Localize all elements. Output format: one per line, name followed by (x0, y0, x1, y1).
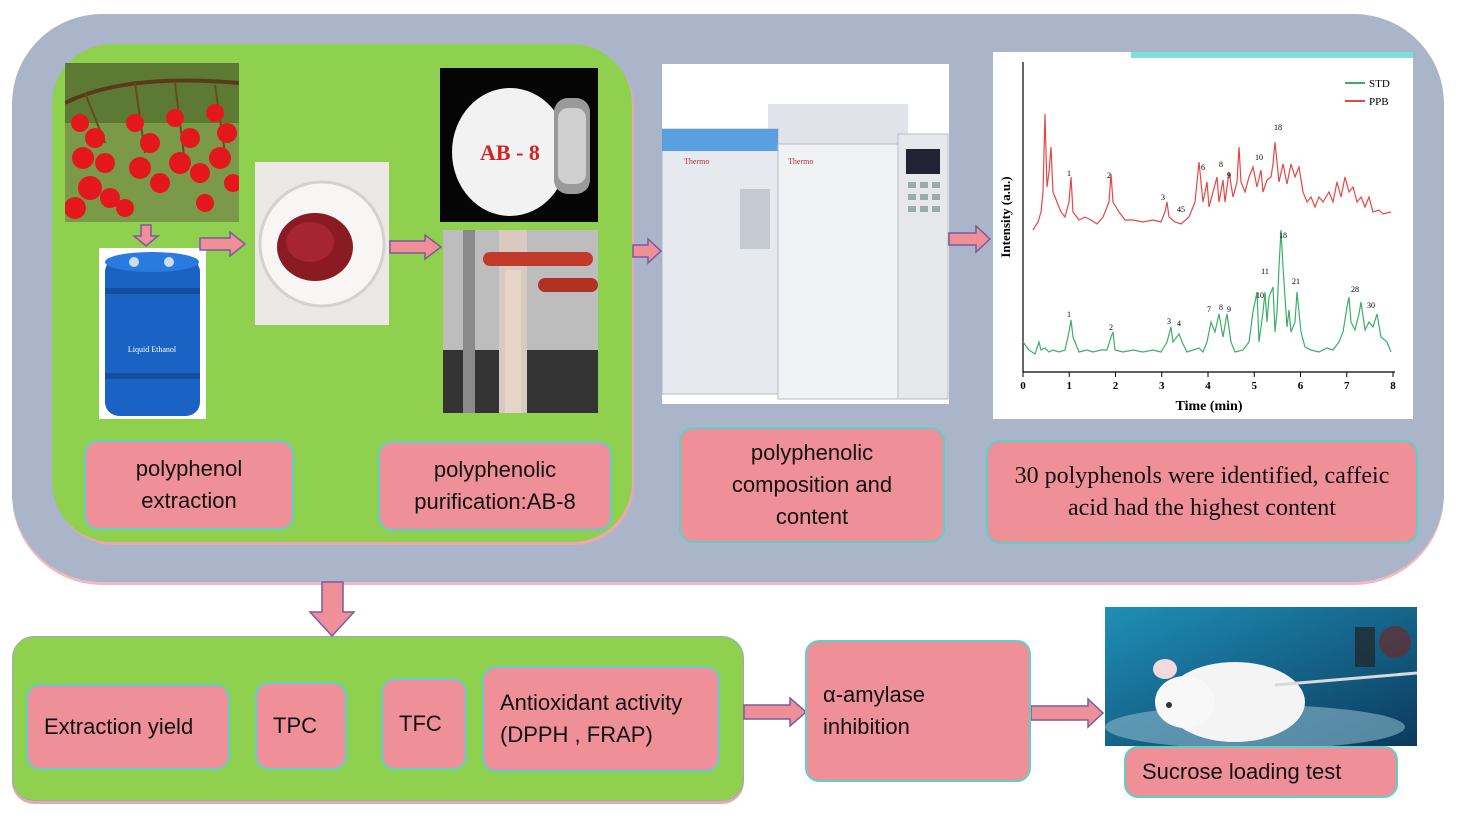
peak-label: 8 (1219, 160, 1223, 169)
hplc-instrument: Thermo Thermo (662, 64, 949, 404)
drum-label: Liquid Ethanol (128, 345, 177, 354)
resin-dish (255, 162, 389, 325)
arrow-down-berries (131, 224, 161, 247)
peak-label: 10 (1256, 291, 1264, 300)
peak-label: 2 (1107, 171, 1111, 180)
x-tick-label: 4 (1205, 380, 1211, 392)
berries-photo (65, 63, 239, 222)
tpc-box: TPC (255, 682, 347, 770)
x-tick-label: 2 (1113, 380, 1119, 392)
peak-label: 3 (1167, 317, 1171, 326)
arrow-right-assays (743, 696, 808, 728)
polyphenolic-purification-box: polyphenolic purification:AB-8 (378, 441, 612, 531)
chromatography-column (443, 230, 598, 413)
peak-label: 6 (1201, 163, 1205, 172)
x-tick-label: 1 (1067, 380, 1073, 392)
arrow-right-purify (632, 237, 663, 265)
extraction-yield-box: Extraction yield (26, 684, 230, 770)
resin-label: AB - 8 (480, 140, 540, 165)
peak-label: 30 (1367, 301, 1375, 310)
ab8-jar: AB - 8 (440, 68, 598, 222)
ppb-trace (1032, 113, 1392, 231)
peak-label: 4 (1177, 319, 1181, 328)
peak-label: 28 (1351, 285, 1359, 294)
legend-std: STD (1369, 78, 1390, 90)
arrow-right-amylase (1030, 697, 1105, 729)
peak-label: 3 (1161, 193, 1165, 202)
x-tick-label: 0 (1020, 380, 1026, 392)
peak-label: 8 (1219, 303, 1223, 312)
x-tick-label: 7 (1344, 380, 1350, 392)
polyphenol-extraction-box: polyphenol extraction (84, 440, 294, 530)
peak-label: 18 (1279, 231, 1287, 240)
arrow-right-dish (389, 233, 443, 261)
peak-label: 5 (1181, 205, 1185, 214)
peak-label: 18 (1274, 123, 1282, 132)
sucrose-box: Sucrose loading test (1124, 746, 1398, 798)
brand-label-2: Thermo (788, 157, 813, 166)
ethanol-drum: Liquid Ethanol (99, 248, 206, 419)
peak-label: 2 (1109, 323, 1113, 332)
x-tick-label: 8 (1390, 380, 1396, 392)
amylase-box: α-amylase inhibition (805, 640, 1031, 782)
arrow-down-main (308, 581, 356, 638)
x-tick-label: 3 (1159, 380, 1165, 392)
arrow-right-drum (199, 230, 247, 258)
peak-label: 4 (1177, 205, 1181, 214)
peak-label: 1 (1067, 310, 1071, 319)
arrow-right-hplc (948, 224, 992, 254)
peak-label: 11 (1261, 267, 1269, 276)
peak-label: 1 (1067, 169, 1071, 178)
peak-label: 9 (1227, 305, 1231, 314)
y-axis-label: Intensity (a.u.) (998, 176, 1013, 257)
std-trace (1022, 229, 1392, 355)
x-tick-label: 5 (1252, 380, 1258, 392)
identified-polyphenols-box: 30 polyphenols were identified, caffeic … (986, 440, 1418, 544)
legend-ppb: PPB (1369, 96, 1389, 108)
mouse-photo (1105, 607, 1417, 746)
tfc-box: TFC (381, 678, 467, 770)
polyphenolic-composition-box: polyphenolic composition and content (679, 427, 945, 543)
peak-label: 7 (1207, 305, 1211, 314)
x-axis-label: Time (min) (1175, 399, 1242, 414)
antioxidant-box: Antioxidant activity (DPPH , FRAP) (482, 666, 720, 772)
peak-label: 21 (1292, 277, 1300, 286)
peak-label: 10 (1255, 153, 1263, 162)
x-tick-label: 6 (1298, 380, 1304, 392)
peak-label: 9 (1227, 171, 1231, 180)
brand-label-1: Thermo (684, 157, 709, 166)
